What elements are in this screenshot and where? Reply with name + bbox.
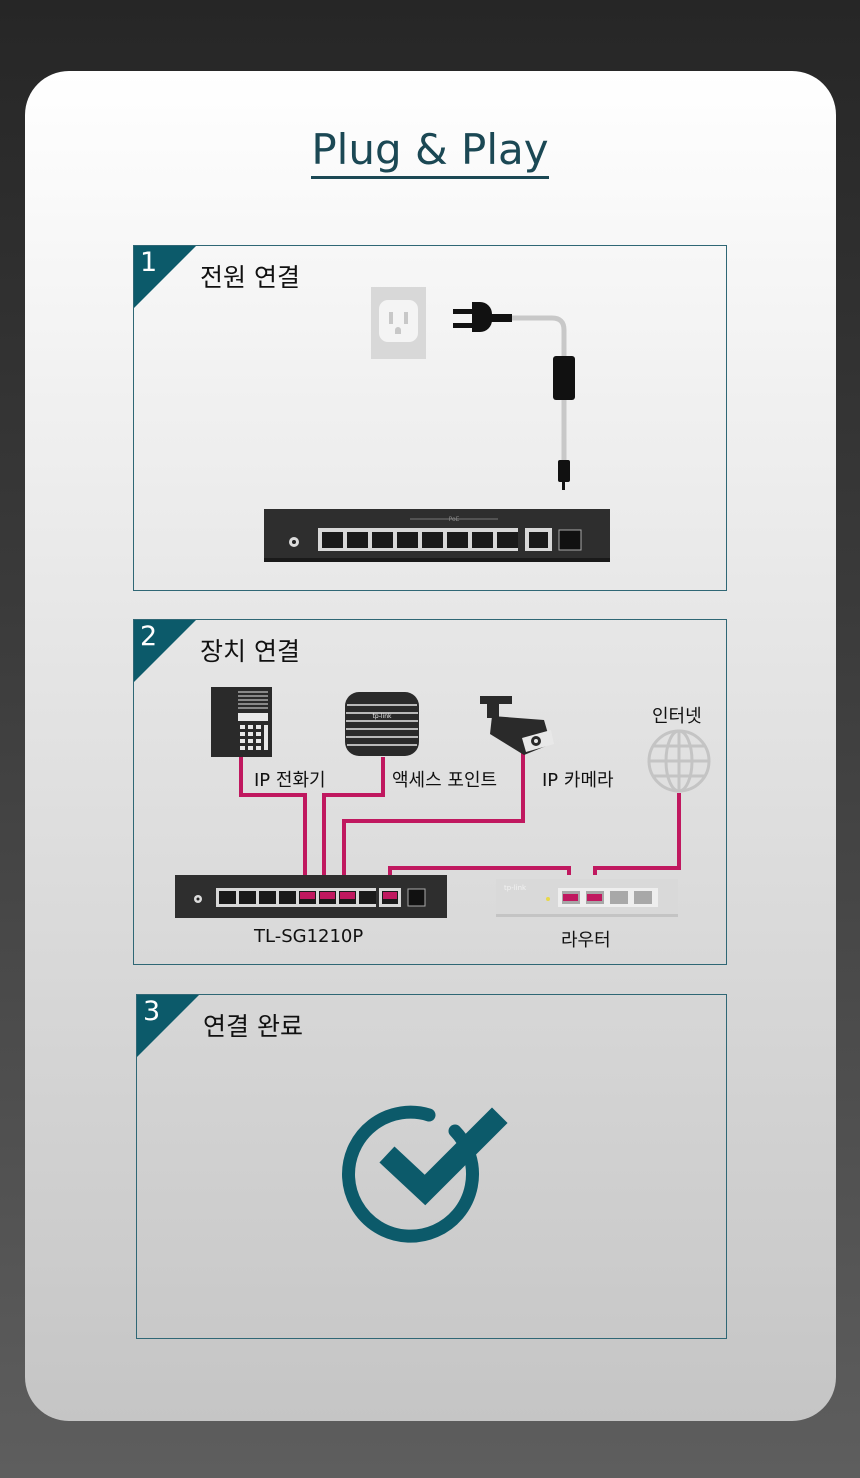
dc-plug [558, 460, 570, 482]
ip-phone-icon [211, 687, 272, 757]
step-2-title: 장치 연결 [200, 637, 300, 666]
page-title-text: Plug & Play [311, 125, 549, 179]
completion-illustration [342, 1105, 508, 1243]
ap-brand-label: tp-link [373, 713, 392, 720]
ip-camera-icon [480, 696, 554, 755]
label-router: 라우터 [561, 930, 611, 951]
power-connection-illustration: PoE [264, 287, 610, 562]
label-internet: 인터넷 [652, 706, 702, 727]
power-cable [512, 315, 567, 358]
label-ip-camera: IP 카메라 [542, 770, 614, 791]
step-3-panel: 3 연결 완료 [136, 994, 727, 1339]
step-1-number: 1 [140, 247, 158, 278]
device-connection-diagram: tp-link [175, 687, 711, 918]
checkmark-icon [342, 1105, 508, 1243]
step-2-number: 2 [140, 621, 158, 652]
label-switch-model: TL-SG1210P [254, 926, 364, 947]
power-adapter-block [553, 356, 575, 400]
step-1-panel: 1 전원 연결 PoE [133, 245, 727, 591]
network-switch: PoE [264, 509, 610, 562]
network-switch-tl-sg1210p [175, 875, 447, 918]
page-title: Plug & Play [0, 120, 860, 180]
poe-label: PoE [449, 516, 460, 523]
label-ip-phone: IP 전화기 [254, 770, 326, 791]
router: tp-link [496, 879, 678, 917]
cable-ip-phone [239, 757, 307, 875]
access-point-icon: tp-link [345, 692, 419, 756]
power-outlet-icon [371, 287, 426, 359]
step-2-panel: 2 장치 연결 [133, 619, 727, 965]
power-plug-icon [453, 302, 512, 332]
cable-uplink-router [388, 866, 571, 875]
step-3-number: 3 [143, 996, 161, 1027]
cable-internet [593, 793, 681, 875]
globe-icon [647, 729, 711, 793]
network-cables [239, 742, 681, 875]
cable-ip-camera [342, 742, 525, 875]
step-1-title: 전원 연결 [200, 263, 300, 292]
step-3-title: 연결 완료 [203, 1012, 303, 1041]
cable-access-point [322, 757, 385, 875]
label-access-point: 액세스 포인트 [392, 770, 498, 791]
router-brand: tp-link [504, 884, 527, 892]
